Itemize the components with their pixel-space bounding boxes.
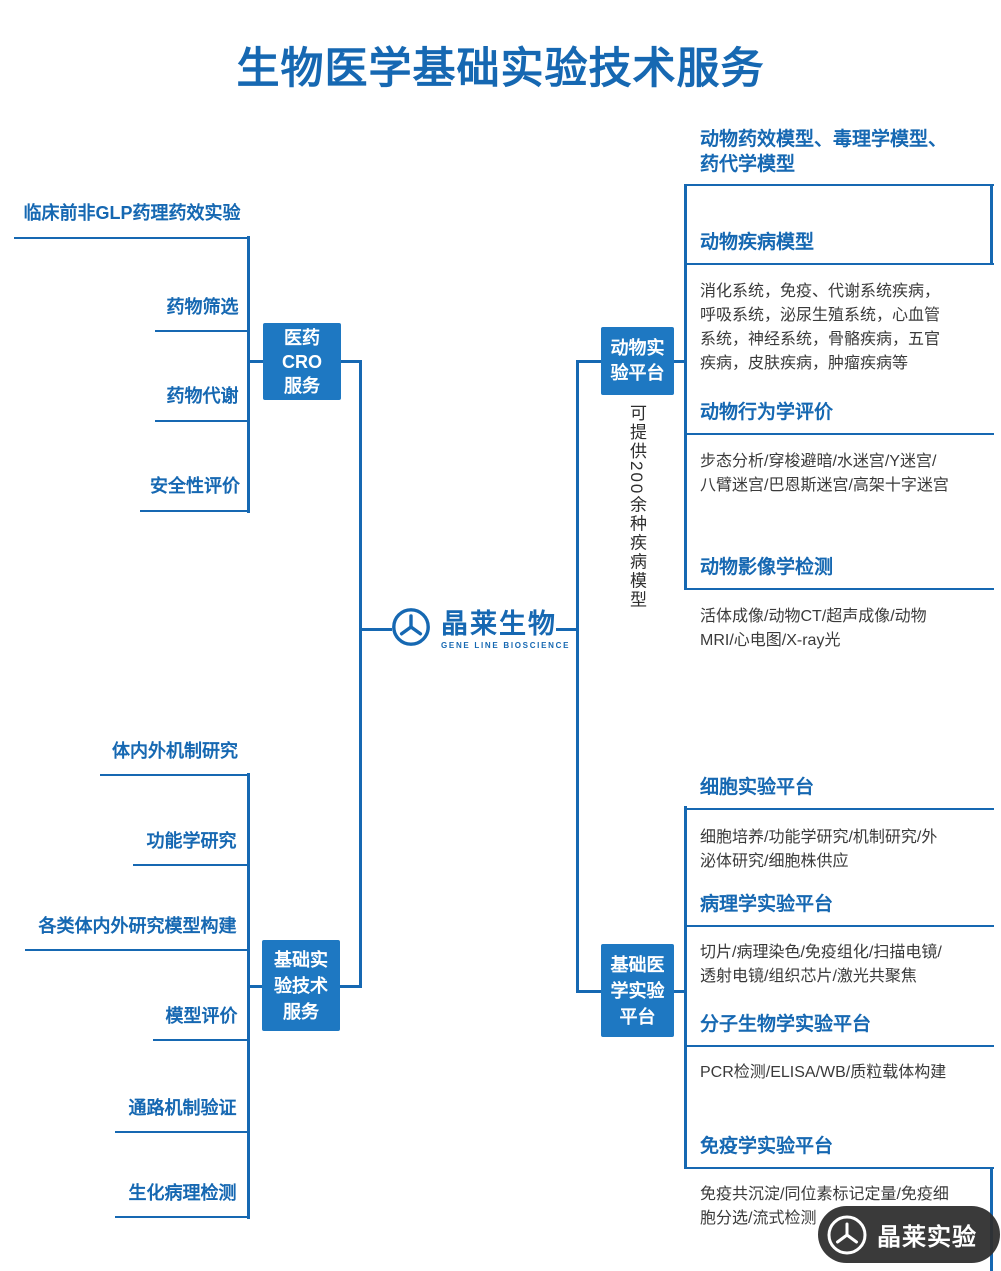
node-safety-evaluation: 安全性评价	[140, 475, 250, 512]
connector-line	[684, 806, 687, 1167]
connector-line	[247, 236, 250, 513]
node-drug-screening: 药物筛选	[155, 296, 250, 332]
connector-line	[684, 185, 687, 590]
section-heading-animal-disease-model: 动物疾病模型	[684, 231, 994, 265]
connector-line	[359, 628, 392, 631]
section-desc-animal-behavior: 步态分析/穿梭避暗/水迷宫/Y迷宫/八臂迷宫/巴恩斯迷宫/高架十字迷宫	[700, 453, 949, 494]
connector-line	[359, 360, 362, 988]
connector-line	[556, 628, 578, 631]
node-mechanism-research: 体内外机制研究	[100, 740, 250, 776]
section-desc-immunology-platform: 免疫共沉淀/同位素标记定量/免疫细胞分选/流式检测	[700, 1186, 949, 1227]
lead-label-animal-models: 动物药效模型、毒理学模型、药代学模型	[684, 127, 994, 186]
watermark-text: 晶莱实验	[877, 1224, 977, 1251]
center-logo: 晶莱生物 GENE LINE BIOSCIENCE	[390, 606, 570, 653]
node-biochem-pathology: 生化病理检测	[115, 1182, 250, 1218]
gene-line-logo-icon	[390, 606, 432, 653]
section-desc-animal-imaging: 活体成像/动物CT/超声成像/动物MRI/心电图/X-ray光	[700, 608, 927, 649]
watermark-logo-icon	[825, 1213, 869, 1257]
connector-line	[339, 985, 361, 988]
connector-line	[576, 990, 602, 993]
connector-line	[247, 360, 264, 363]
node-model-evaluation: 模型评价	[153, 1005, 250, 1041]
node-preclinical-nonglp: 临床前非GLP药理药效实验	[14, 202, 250, 239]
section-desc-pathology-platform: 切片/病理染色/免疫组化/扫描电镜/透射电镜/组织芯片/激光共聚焦	[700, 944, 942, 985]
vertical-note-disease-models: 可提供200余种疾病模型	[627, 404, 646, 610]
connector-line	[341, 360, 361, 363]
connector-line	[576, 360, 602, 363]
node-model-construction: 各类体内外研究模型构建	[25, 915, 250, 951]
node-drug-metabolism: 药物代谢	[155, 385, 250, 422]
branch-box-basic-tech: 基础实 验技术 服务	[262, 940, 340, 1031]
section-desc-animal-disease-model: 消化系统，免疫、代谢系统疾病，呼吸系统，泌尿生殖系统，心血管系统，神经系统，骨骼…	[700, 283, 941, 372]
connector-line	[673, 990, 686, 993]
watermark-badge: 晶莱实验	[818, 1206, 1000, 1263]
branch-box-pharma-cro: 医药 CRO 服务	[263, 323, 341, 400]
connector-line	[247, 773, 250, 1219]
connector-line	[576, 360, 579, 992]
logo-name-en: GENE LINE BIOSCIENCE	[441, 640, 571, 650]
node-pathway-validation: 通路机制验证	[115, 1097, 250, 1133]
section-desc-molecular-platform: PCR检测/ELISA/WB/质粒载体构建	[700, 1064, 947, 1081]
branch-box-basic-med: 基础医 学实验 平台	[601, 944, 674, 1037]
section-desc-cell-platform: 细胞培养/功能学研究/机制研究/外泌体研究/细胞株供应	[700, 829, 938, 870]
section-heading-animal-imaging: 动物影像学检测	[684, 556, 994, 590]
page-title: 生物医学基础实验技术服务	[236, 45, 765, 93]
node-functional-research: 功能学研究	[133, 830, 250, 866]
branch-box-animal-platform: 动物实 验平台	[601, 327, 674, 395]
logo-name-cn: 晶莱生物	[441, 608, 557, 639]
section-heading-immunology-platform: 免疫学实验平台	[684, 1135, 994, 1169]
connector-line	[247, 985, 263, 988]
connector-line	[990, 185, 993, 265]
section-heading-pathology-platform: 病理学实验平台	[684, 893, 994, 927]
section-heading-animal-behavior: 动物行为学评价	[684, 401, 994, 435]
connector-line	[673, 360, 686, 363]
section-heading-cell-platform: 细胞实验平台	[684, 776, 994, 810]
section-heading-molecular-platform: 分子生物学实验平台	[684, 1013, 994, 1047]
